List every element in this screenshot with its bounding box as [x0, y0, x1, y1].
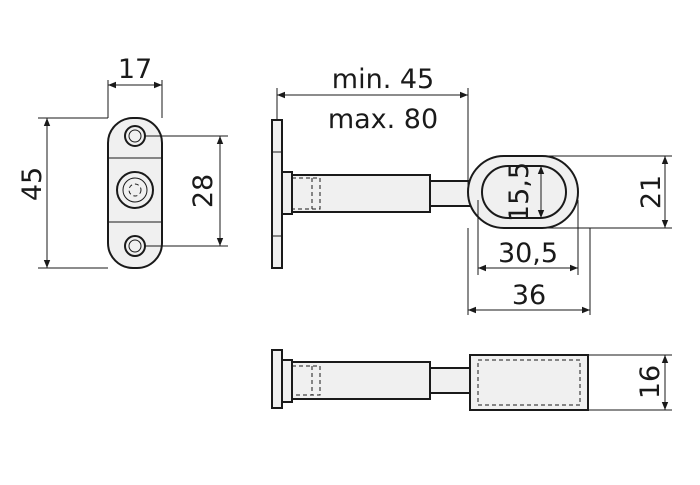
flange-neck — [281, 171, 293, 215]
oval-ring-inner — [481, 165, 567, 219]
side-ring — [469, 354, 589, 411]
side-flange — [271, 349, 283, 409]
dim-length-max: max. 80 — [328, 104, 438, 135]
outer-tube — [291, 174, 431, 213]
dim-side-height-16: 16 — [635, 365, 666, 399]
side-outer-tube — [291, 361, 431, 400]
dim-ring-outer-21: 21 — [636, 175, 667, 209]
side-view: 16 — [271, 349, 672, 411]
dim-ring-inner-15-5: 15,5 — [504, 162, 535, 222]
dim-ring-outer-width-36: 36 — [512, 280, 546, 311]
center-boss — [116, 171, 154, 209]
dim-length-min: min. 45 — [332, 64, 434, 95]
dim-width-17: 17 — [118, 54, 152, 85]
dim-ring-inner-width-30-5: 30,5 — [498, 238, 558, 269]
front-view: 17 45 28 — [17, 54, 228, 269]
center-block — [107, 157, 163, 223]
dim-hole-spacing-28: 28 — [188, 174, 219, 208]
side-inner-rod — [429, 367, 471, 394]
wall-flange — [271, 119, 283, 269]
dim-height-45: 45 — [17, 167, 48, 201]
inner-rod — [429, 180, 473, 207]
side-neck — [281, 359, 293, 403]
top-view: min. 45 max. 80 15,5 21 30,5 36 — [271, 64, 672, 315]
